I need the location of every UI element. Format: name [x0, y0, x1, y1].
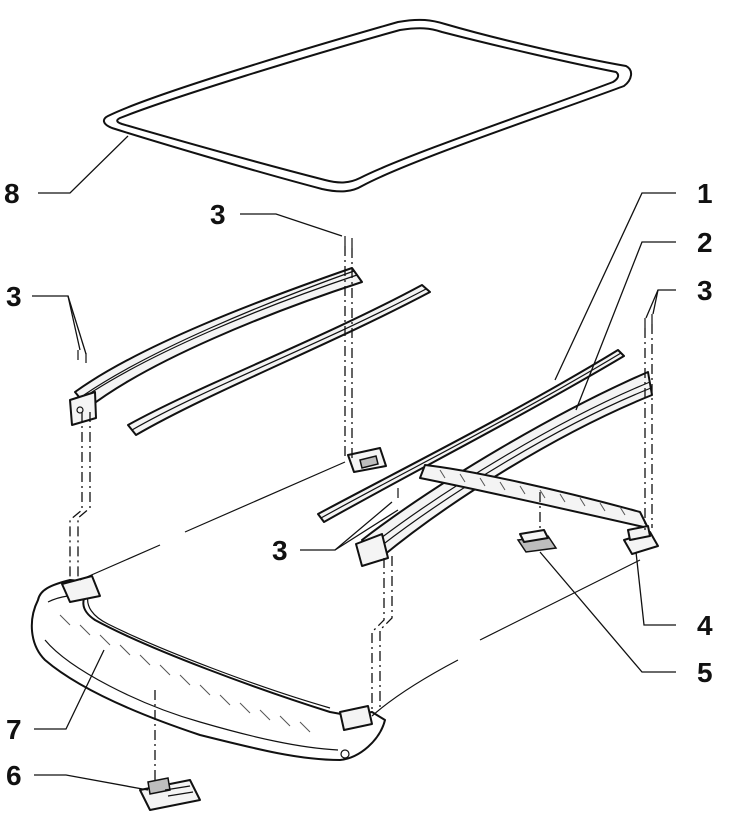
left-deflector-strip: [127, 284, 431, 436]
callout-4: 4: [697, 610, 713, 641]
center-clip: [516, 529, 558, 553]
callout-5: 5: [697, 657, 713, 688]
front-center-bracket: [347, 447, 387, 473]
callout-3-top: 3: [210, 199, 226, 230]
leader-lines: [32, 135, 676, 791]
right-deflector-strip: [317, 349, 625, 523]
rear-right-bracket: [623, 525, 659, 555]
callout-3-right: 3: [697, 275, 713, 306]
callout-6: 6: [6, 760, 22, 791]
callout-3-left: 3: [6, 281, 22, 312]
callout-3-bottom: 3: [272, 535, 288, 566]
right-guide-rail: [355, 371, 653, 567]
alignment-lines: [69, 246, 653, 780]
left-guide-rail: [69, 267, 363, 426]
roof-panel-seal: [102, 18, 632, 193]
callout-8: 8: [4, 178, 20, 209]
screws: [77, 236, 653, 498]
callout-labels: 8 3 3 1 2 3 3 4 5 7 6: [4, 178, 713, 791]
frame-outline-lines: [79, 461, 641, 641]
lower-bracket: [139, 777, 201, 811]
callout-7: 7: [6, 714, 22, 745]
callout-2: 2: [697, 227, 713, 258]
callout-1: 1: [697, 178, 713, 209]
